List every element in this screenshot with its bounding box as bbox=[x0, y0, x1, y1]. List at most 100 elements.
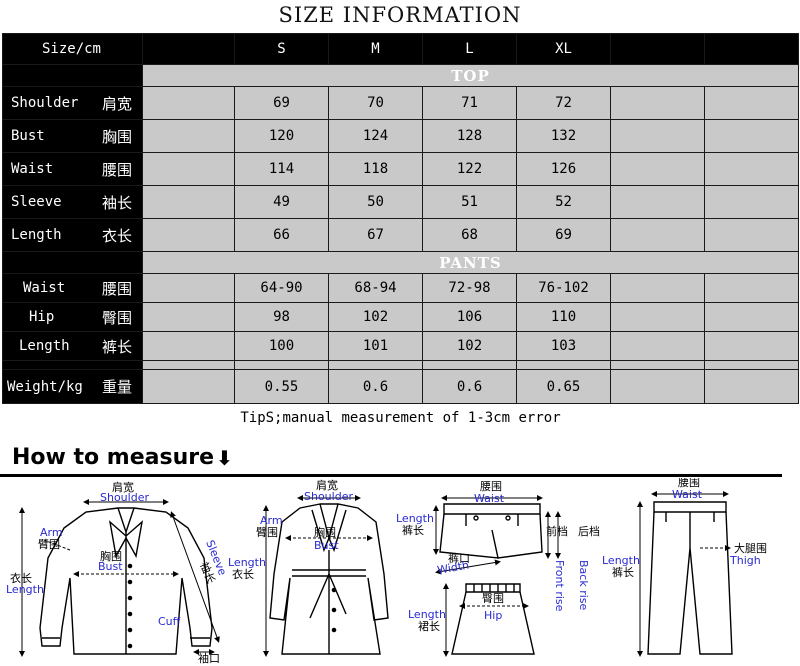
value-cell: 0.55 bbox=[234, 369, 329, 404]
value-cell: 126 bbox=[516, 152, 611, 186]
value-cell: 102 bbox=[422, 331, 517, 361]
shorts-back-rise-en: Back rise bbox=[577, 560, 590, 611]
value-cell: 0.6 bbox=[328, 369, 423, 404]
value-cell: 72 bbox=[516, 86, 611, 120]
shorts-waist-en: Waist bbox=[474, 492, 505, 505]
value-cell: 64-90 bbox=[234, 273, 329, 303]
shirt-measure-lines bbox=[19, 499, 220, 657]
value-cell: 68-94 bbox=[328, 273, 423, 303]
gap-row bbox=[2, 360, 799, 370]
pants-length-zh: 裤长 bbox=[612, 565, 634, 579]
coat-length-en: Length bbox=[228, 556, 266, 569]
tips-row: TipS;manual measurement of 1-3cm error bbox=[2, 403, 799, 432]
pants-diagram bbox=[647, 501, 733, 655]
shirt-length-zh: 衣长 bbox=[10, 571, 32, 585]
shorts-diagram bbox=[439, 503, 543, 559]
skirt-hip-en: Hip bbox=[484, 609, 502, 622]
value-cell: 98 bbox=[234, 302, 329, 332]
size-l-header: L bbox=[422, 33, 517, 65]
value-cell: 52 bbox=[516, 185, 611, 219]
page-title: SIZE INFORMATION bbox=[278, 3, 522, 27]
shorts-front-rise-zh: 前档 bbox=[546, 524, 568, 538]
shirt-cuff-en: Cuff bbox=[158, 615, 181, 628]
skirt-length-en: Length bbox=[408, 608, 446, 621]
divider bbox=[0, 474, 782, 477]
skirt-measure-lines bbox=[443, 583, 529, 657]
pants-measure-lines bbox=[637, 491, 731, 657]
shorts-measure-lines bbox=[433, 495, 561, 575]
shirt-bust-zh: 胸围 bbox=[100, 549, 122, 563]
value-cell: 124 bbox=[328, 119, 423, 153]
shirt-arm-zh: 臂围 bbox=[38, 538, 60, 551]
shirt-length-en: Length bbox=[6, 583, 44, 596]
shirt-shoulder-en: Shoulder bbox=[100, 491, 149, 504]
shorts-back-rise-zh: 后档 bbox=[578, 524, 600, 538]
shorts-length-zh: 裤长 bbox=[402, 523, 424, 537]
value-cell: 76-102 bbox=[516, 273, 611, 303]
value-cell: 102 bbox=[328, 302, 423, 332]
value-cell: 103 bbox=[516, 331, 611, 361]
pants-length-en: Length bbox=[602, 554, 640, 567]
value-cell: 68 bbox=[422, 218, 517, 252]
value-cell: 72-98 bbox=[422, 273, 517, 303]
shorts-length-en: Length bbox=[396, 512, 434, 525]
header-row: Size/cm S M L XL bbox=[2, 33, 799, 65]
top-section-label: TOP bbox=[142, 64, 799, 87]
value-cell: 67 bbox=[328, 218, 423, 252]
value-cell: 0.65 bbox=[516, 369, 611, 404]
coat-bust-zh: 胸围 bbox=[314, 525, 336, 539]
shirt-diagram bbox=[39, 507, 213, 655]
arrow-down-icon: ⬇ bbox=[216, 446, 233, 470]
pants-thigh-en: Thigh bbox=[729, 554, 761, 567]
measure-diagrams: 肩宽 Shoulder Arm 臂围 胸围 Bust 衣长 Length Sle… bbox=[6, 478, 767, 665]
header-label: Size/cm bbox=[2, 33, 143, 65]
coat-arm-zh: 臂围 bbox=[256, 526, 278, 539]
section-label-cell bbox=[2, 251, 143, 274]
shorts-width-zh: 裤口 bbox=[448, 551, 470, 565]
value-cell: 71 bbox=[422, 86, 517, 120]
value-cell: 114 bbox=[234, 152, 329, 186]
shirt-arm-en: Arm bbox=[40, 526, 63, 539]
value-cell: 70 bbox=[328, 86, 423, 120]
size-s-header: S bbox=[234, 33, 329, 65]
size-xl-header: XL bbox=[516, 33, 611, 65]
coat-arm-en: Arm bbox=[260, 514, 283, 527]
value-cell: 49 bbox=[234, 185, 329, 219]
tips-text: TipS;manual measurement of 1-3cm error bbox=[2, 403, 799, 432]
value-cell: 118 bbox=[328, 152, 423, 186]
top-section-row: TOP bbox=[2, 64, 799, 87]
value-cell: 128 bbox=[422, 119, 517, 153]
value-cell: 69 bbox=[516, 218, 611, 252]
pants-waist-zh: 腰围 bbox=[678, 478, 700, 489]
header-blank bbox=[610, 33, 705, 65]
skirt-hip-zh: 臀围 bbox=[482, 592, 504, 605]
coat-shoulder-en: Shoulder bbox=[304, 490, 353, 503]
skirt-diagram bbox=[451, 583, 535, 655]
shorts-width-en: Width bbox=[436, 559, 470, 577]
shorts-front-rise-en: Front rise bbox=[553, 560, 566, 612]
value-cell: 50 bbox=[328, 185, 423, 219]
value-cell: 69 bbox=[234, 86, 329, 120]
value-cell: 51 bbox=[422, 185, 517, 219]
value-cell: 110 bbox=[516, 302, 611, 332]
shirt-shoulder-zh: 肩宽 bbox=[112, 480, 134, 494]
value-cell: 132 bbox=[516, 119, 611, 153]
value-cell: 106 bbox=[422, 302, 517, 332]
section-label-cell bbox=[2, 64, 143, 87]
value-cell: 122 bbox=[422, 152, 517, 186]
